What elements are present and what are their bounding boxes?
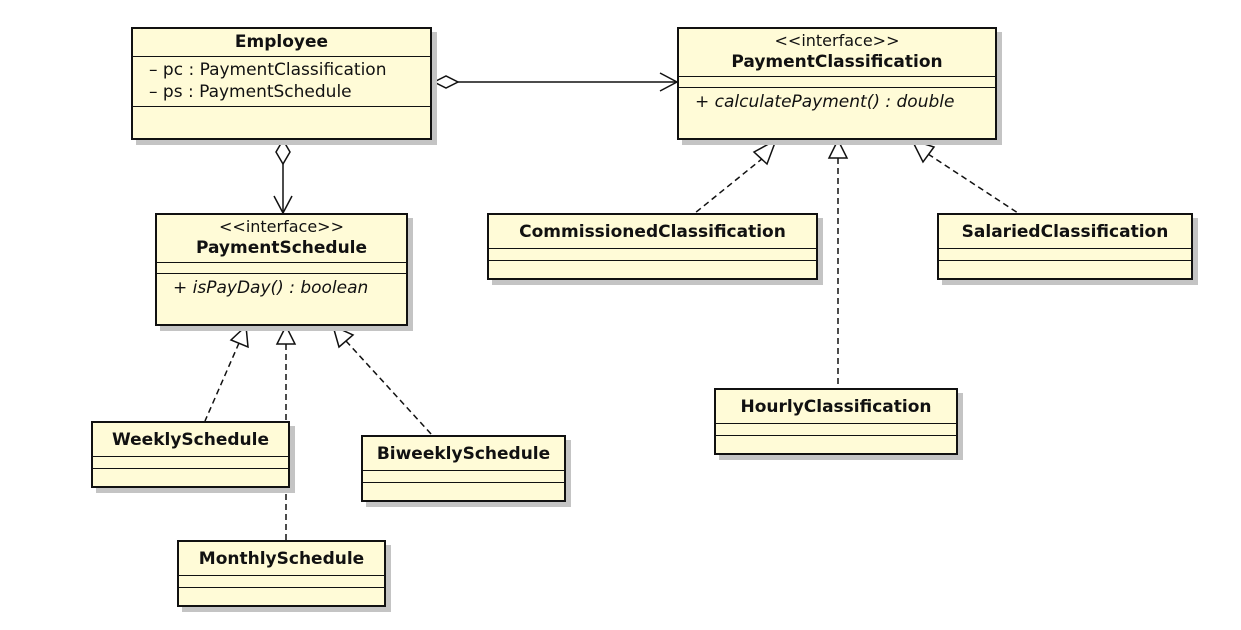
class-header: Employee bbox=[133, 29, 430, 56]
operations-compartment bbox=[716, 435, 956, 436]
class-header: HourlyClassification bbox=[716, 390, 956, 423]
class-header: WeeklySchedule bbox=[93, 423, 288, 456]
attribute-pc: – pc : PaymentClassification bbox=[149, 60, 387, 80]
operations-compartment bbox=[133, 106, 430, 118]
class-header: MonthlySchedule bbox=[179, 542, 384, 575]
class-name: PaymentSchedule bbox=[195, 238, 368, 258]
attributes-compartment: – pc : PaymentClassification – ps : Paym… bbox=[133, 56, 430, 106]
operations-compartment bbox=[363, 482, 564, 483]
class-header: CommissionedClassification bbox=[489, 215, 816, 248]
aggregation-diamond-icon bbox=[432, 75, 460, 89]
realization-line-biweekly bbox=[345, 340, 433, 436]
aggregation-diamond-icon bbox=[275, 138, 291, 166]
realization-triangle-icon bbox=[827, 138, 849, 159]
attributes-compartment bbox=[179, 575, 384, 587]
operations-compartment bbox=[179, 587, 384, 588]
operations-compartment bbox=[939, 260, 1191, 261]
realization-line-weekly bbox=[204, 342, 240, 422]
operation-calculate-payment: + calculatePayment() : double bbox=[695, 92, 955, 112]
operations-compartment bbox=[489, 260, 816, 261]
class-header: <<interface>> PaymentSchedule bbox=[157, 215, 406, 262]
class-monthly-schedule[interactable]: MonthlySchedule bbox=[177, 540, 386, 607]
interface-payment-schedule[interactable]: <<interface>> PaymentSchedule + isPayDay… bbox=[155, 213, 408, 326]
class-name: CommissionedClassification bbox=[519, 222, 786, 242]
class-name: Employee bbox=[234, 32, 329, 52]
operations-compartment bbox=[93, 468, 288, 469]
class-name: MonthlySchedule bbox=[198, 549, 365, 569]
class-biweekly-schedule[interactable]: BiweeklySchedule bbox=[361, 435, 566, 502]
class-weekly-schedule[interactable]: WeeklySchedule bbox=[91, 421, 290, 488]
attribute-ps: – ps : PaymentSchedule bbox=[149, 82, 352, 102]
attributes-compartment bbox=[679, 76, 995, 87]
class-commissioned-classification[interactable]: CommissionedClassification bbox=[487, 213, 818, 280]
attributes-compartment bbox=[93, 456, 288, 468]
realization-triangle-icon bbox=[752, 138, 778, 166]
realization-line-salaried bbox=[927, 153, 1019, 214]
realization-line-commissioned bbox=[694, 157, 764, 214]
class-name: PaymentClassification bbox=[731, 52, 943, 72]
interface-payment-classification[interactable]: <<interface>> PaymentClassification + ca… bbox=[677, 27, 997, 140]
realization-triangle-icon bbox=[229, 324, 249, 349]
class-name: BiweeklySchedule bbox=[376, 444, 551, 464]
attributes-compartment bbox=[716, 423, 956, 435]
realization-triangle-icon bbox=[910, 138, 936, 164]
class-header: SalariedClassification bbox=[939, 215, 1191, 248]
operations-compartment: + isPayDay() : boolean bbox=[157, 273, 406, 303]
class-salaried-classification[interactable]: SalariedClassification bbox=[937, 213, 1193, 280]
attributes-compartment bbox=[489, 248, 816, 260]
class-hourly-classification[interactable]: HourlyClassification bbox=[714, 388, 958, 455]
operation-is-pay-day: + isPayDay() : boolean bbox=[173, 278, 369, 298]
realization-triangle-icon bbox=[275, 324, 297, 345]
class-name: SalariedClassification bbox=[961, 222, 1169, 242]
attributes-compartment bbox=[363, 470, 564, 482]
stereotype-label: <<interface>> bbox=[219, 217, 344, 236]
class-name: HourlyClassification bbox=[740, 397, 932, 417]
attributes-compartment bbox=[157, 262, 406, 273]
class-header: <<interface>> PaymentClassification bbox=[679, 29, 995, 76]
class-employee[interactable]: Employee – pc : PaymentClassification – … bbox=[131, 27, 432, 140]
class-header: BiweeklySchedule bbox=[363, 437, 564, 470]
realization-triangle-icon bbox=[331, 324, 355, 349]
stereotype-label: <<interface>> bbox=[774, 31, 900, 50]
attributes-compartment bbox=[939, 248, 1191, 260]
class-name: WeeklySchedule bbox=[111, 430, 269, 450]
operations-compartment: + calculatePayment() : double bbox=[679, 87, 995, 117]
